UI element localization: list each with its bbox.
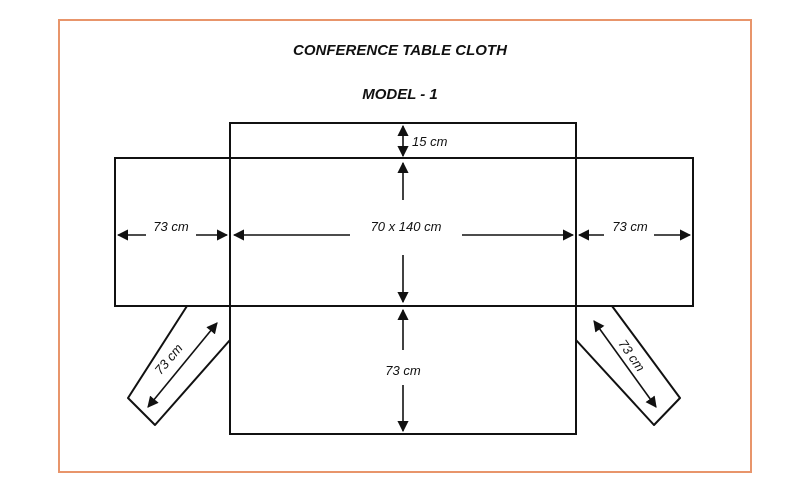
left-diagonal-label: 73 cm xyxy=(151,341,185,378)
right-flap-label: 73 cm xyxy=(612,219,648,234)
bottom-flap-panel xyxy=(229,305,577,435)
right-diagonal-arrow xyxy=(593,320,657,408)
model-label: MODEL - 1 xyxy=(362,86,438,103)
right-diagonal-label: 73 cm xyxy=(615,337,648,375)
center-label: 70 x 140 cm xyxy=(371,219,442,234)
top-flap-label: 15 cm xyxy=(412,134,448,149)
diagram-title: CONFERENCE TABLE CLOTH xyxy=(293,42,507,59)
left-diagonal-arrow xyxy=(147,322,218,408)
bottom-flap-label: 73 cm xyxy=(385,363,421,378)
left-flap-label: 73 cm xyxy=(153,219,189,234)
right-corner-flap xyxy=(575,305,681,426)
left-corner-flap xyxy=(127,305,231,426)
